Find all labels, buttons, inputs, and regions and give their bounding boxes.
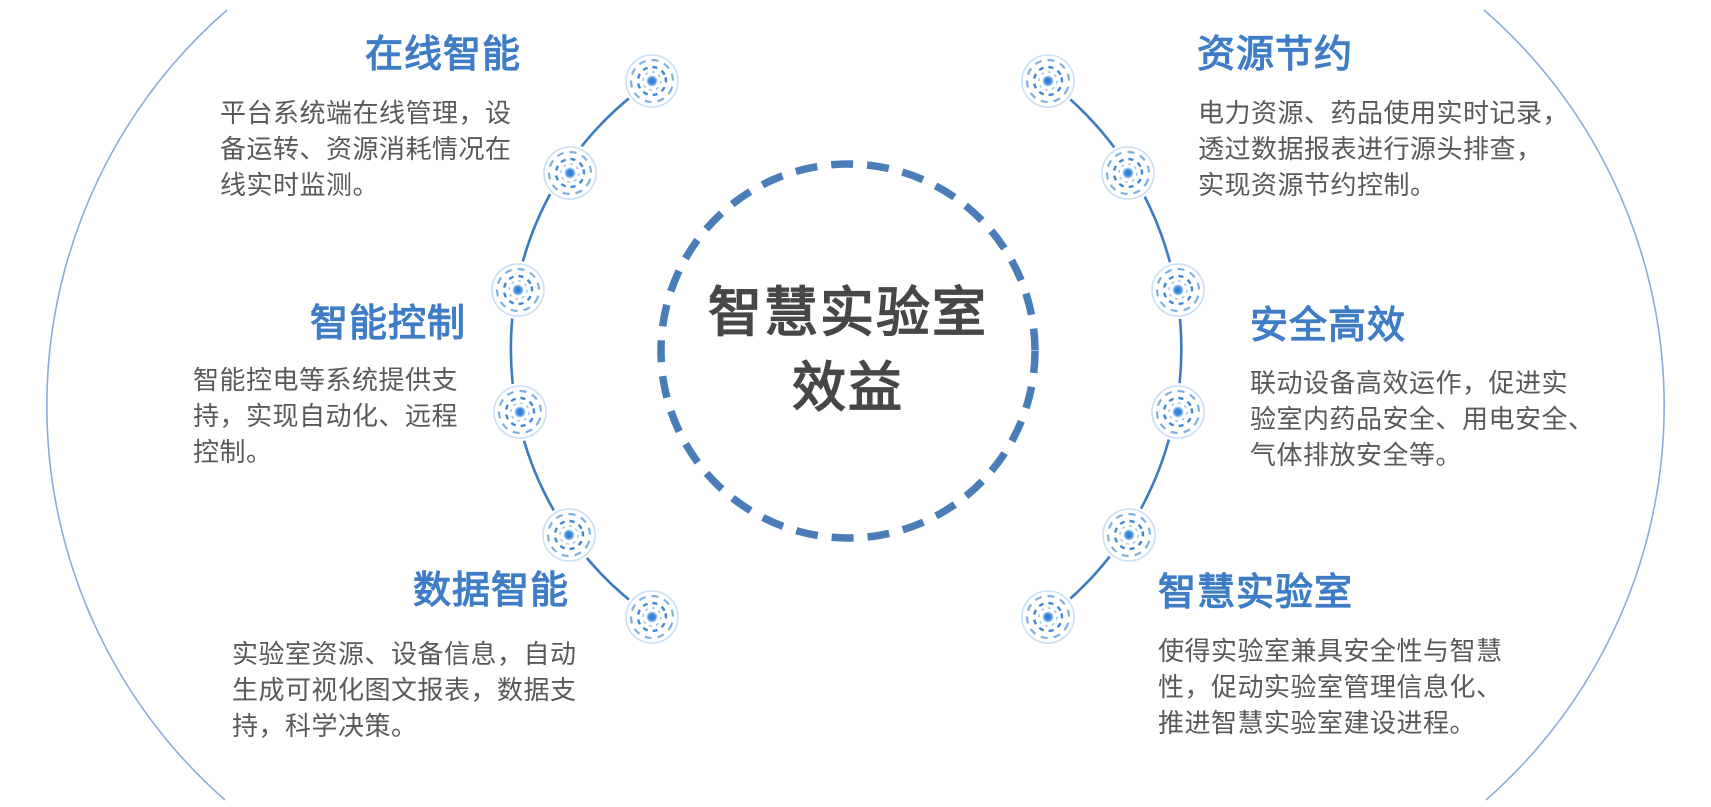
section-title-data-intelligence: 数据智能 — [413, 570, 570, 612]
ripple-icon — [1147, 381, 1209, 443]
ripple-icon — [487, 259, 549, 321]
center-title-line2: 效益 — [792, 358, 904, 418]
ripple-icon — [1098, 504, 1160, 566]
ripple-icon — [1147, 259, 1209, 321]
section-title-safe-efficient: 安全高效 — [1250, 305, 1407, 347]
ripple-icon — [621, 50, 683, 112]
outer-left-arc — [46, 9, 228, 801]
ripple-icon — [538, 504, 600, 566]
ripple-icon — [1097, 142, 1159, 204]
section-title-intelligent-control: 智能控制 — [310, 303, 467, 345]
center-benefits-label: 智慧实验室 效益 — [648, 251, 1048, 451]
section-title-online-intelligence: 在线智能 — [365, 34, 522, 76]
section-title-resource-saving: 资源节约 — [1197, 34, 1354, 76]
section-body-online-intelligence: 平台系统端在线管理，设 备运转、资源消耗情况在 线实时监测。 — [220, 98, 512, 200]
center-title-line1: 智慧实验室 — [708, 283, 988, 343]
section-title-smart-lab: 智慧实验室 — [1158, 572, 1354, 614]
ripple-icon — [621, 586, 683, 648]
ripple-icon — [1017, 586, 1079, 648]
ripple-icon — [1017, 50, 1079, 112]
ripple-icon — [489, 381, 551, 443]
center-dashed-circle — [657, 160, 1039, 542]
section-body-resource-saving: 电力资源、药品使用实时记录， 透过数据报表进行源头排查， 实现资源节约控制。 — [1198, 98, 1570, 200]
outer-right-arc — [1483, 9, 1665, 801]
section-body-data-intelligence: 实验室资源、设备信息，自动 生成可视化图文报表，数据支 持，科学决策。 — [232, 639, 577, 741]
ripple-icon — [539, 142, 601, 204]
section-body-safe-efficient: 联动设备高效运作，促进实 验室内药品安全、用电安全、 气体排放安全等。 — [1250, 368, 1595, 470]
section-body-intelligent-control: 智能控电等系统提供支 持，实现自动化、远程 控制。 — [193, 365, 459, 467]
section-body-smart-lab: 使得实验室兼具安全性与智慧 性，促动实验室管理信息化、 推进智慧实验室建设进程。 — [1158, 636, 1503, 738]
